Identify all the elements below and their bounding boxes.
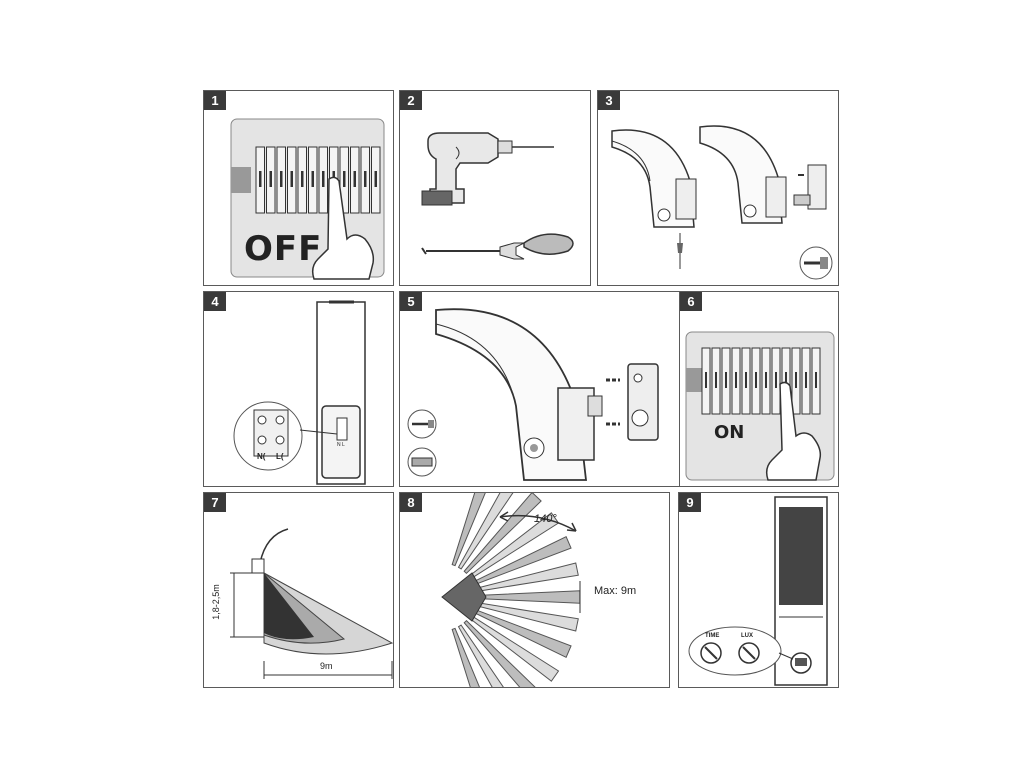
- breaker-switch: [715, 372, 717, 388]
- terminal-small-label: N L: [337, 442, 345, 448]
- height-label: 1,8-2,5m: [210, 584, 221, 620]
- breaker-switch: [725, 372, 727, 388]
- breaker-switch: [755, 372, 757, 388]
- detection-ray: [451, 627, 480, 687]
- breaker-switch: [269, 171, 272, 187]
- step-2-panel: 2: [399, 90, 591, 286]
- breaker-switch: [311, 171, 314, 187]
- breaker-switch: [705, 372, 707, 388]
- breaker-switch: [775, 372, 777, 388]
- knob-icon: [688, 626, 794, 676]
- screw-icon: [799, 246, 833, 280]
- breaker-switch: [374, 171, 377, 187]
- breaker-switch: [785, 372, 787, 388]
- detection-core: [441, 572, 487, 622]
- step-badge: 6: [680, 292, 702, 311]
- step-6-panel: 6 ON: [679, 291, 839, 487]
- step-badge: 1: [204, 91, 226, 110]
- breaker-switch: [745, 372, 747, 388]
- lux-label: LUX: [741, 633, 753, 639]
- step-badge: 5: [400, 292, 422, 311]
- step-badge: 3: [598, 91, 620, 110]
- detection-ray: [457, 624, 504, 687]
- screwdriver-icon: [421, 233, 574, 260]
- mounting-plate-icon: [793, 164, 827, 210]
- time-label: TIME: [705, 633, 720, 639]
- breaker-switch: [259, 171, 262, 187]
- angle-arrow-icon: [499, 511, 577, 532]
- breaker-switch: [290, 171, 293, 187]
- terminal-l-label: L(: [276, 452, 284, 461]
- step-7-panel: 7 1,8-2,5m 9m: [203, 492, 394, 688]
- detection-ray: [457, 493, 514, 570]
- hand-icon: [765, 381, 822, 481]
- step-9-panel: 9 TIME LUX: [678, 492, 839, 688]
- step-1-panel: 1 OFF: [203, 90, 394, 286]
- breaker-switch: [765, 372, 767, 388]
- wall-lamp-icon: [435, 308, 603, 481]
- breaker-switch: [353, 171, 356, 187]
- step-8-panel: 8 140° Max: 9m: [399, 492, 670, 688]
- screw-icon: [407, 409, 437, 439]
- breaker-switch: [280, 171, 283, 187]
- detection-ray: [451, 493, 486, 567]
- breaker-switch: [805, 372, 807, 388]
- detection-ray: [463, 493, 542, 575]
- step-badge: 4: [204, 292, 226, 311]
- sensor-icon: [790, 652, 812, 674]
- wall-plug-icon: [407, 447, 437, 477]
- detection-fan-icon: [441, 493, 581, 687]
- mounting-plate-icon: [606, 363, 659, 441]
- breaker-switch: [322, 171, 325, 187]
- distance-label: 9m: [320, 661, 333, 671]
- breaker-switch: [343, 171, 346, 187]
- detection-cone-icon: [230, 528, 393, 679]
- detection-ray: [463, 619, 536, 687]
- angle-label: 140°: [534, 513, 557, 525]
- terminal-n-label: N(: [257, 452, 266, 461]
- breaker-switch: [815, 372, 817, 388]
- breaker-switch: [364, 171, 367, 187]
- range-label: Max: 9m: [594, 585, 637, 597]
- step-badge: 2: [400, 91, 422, 110]
- drill-icon: [421, 132, 554, 206]
- breaker-switch: [735, 372, 737, 388]
- breaker-switch: [795, 372, 797, 388]
- on-label: ON: [714, 422, 745, 443]
- step-4-panel: 4 N( L( N L: [203, 291, 394, 487]
- step-badge: 7: [204, 493, 226, 512]
- wall-lamp-icon: [611, 125, 787, 269]
- step-badge: 8: [400, 493, 422, 512]
- wall-lamp-icon: [316, 300, 366, 485]
- terminal-block-icon: [233, 401, 338, 471]
- breaker-switch: [301, 171, 304, 187]
- hand-icon: [311, 176, 375, 280]
- off-label: OFF: [244, 229, 323, 269]
- step-3-panel: 3: [597, 90, 839, 286]
- step-badge: 9: [679, 493, 701, 512]
